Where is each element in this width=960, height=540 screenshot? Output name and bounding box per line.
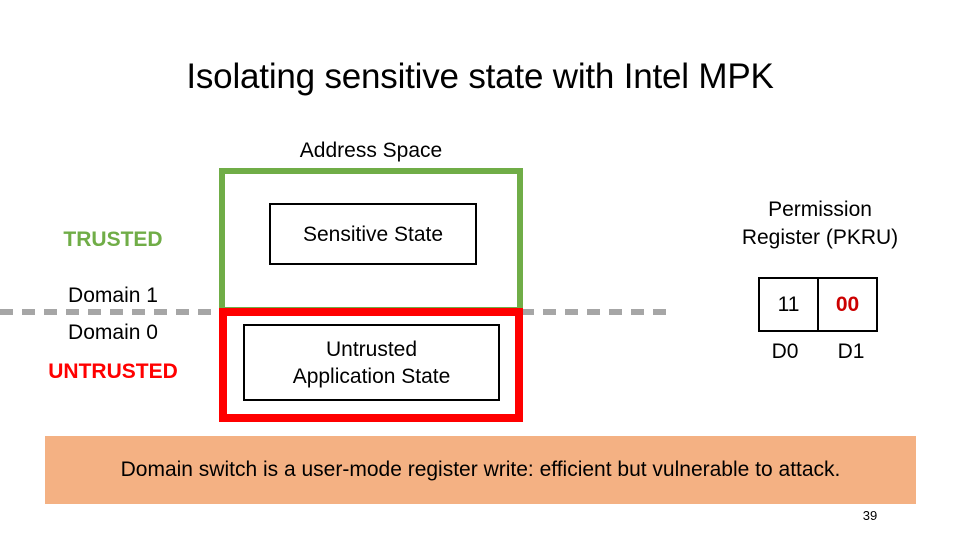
pkru-label-d1: D1 xyxy=(837,340,865,363)
untrusted-state-label: Untrusted Application State xyxy=(293,336,451,390)
domain-divider-left xyxy=(0,309,222,315)
slide-number: 39 xyxy=(862,508,878,523)
label-domain-0: Domain 0 xyxy=(68,321,158,344)
pkru-cell-d1: 00 xyxy=(817,279,876,330)
pkru-caption: Permission Register (PKRU) xyxy=(693,196,947,252)
page-title: Isolating sensitive state with Intel MPK xyxy=(186,57,774,96)
untrusted-state-label-line2: Application State xyxy=(292,364,451,388)
label-trusted: TRUSTED xyxy=(63,228,163,251)
label-domain-1: Domain 1 xyxy=(68,284,158,307)
untrusted-application-state-box: Untrusted Application State xyxy=(243,324,500,401)
sensitive-state-box: Sensitive State xyxy=(269,203,477,265)
domain-divider-right xyxy=(521,309,667,315)
sensitive-state-label: Sensitive State xyxy=(302,222,444,246)
takeaway-text: Domain switch is a user-mode register wr… xyxy=(120,458,841,481)
takeaway-banner: Domain switch is a user-mode register wr… xyxy=(45,436,916,504)
pkru-caption-line2: Register (PKRU) xyxy=(741,226,899,249)
pkru-cell-d0: 11 xyxy=(777,293,800,316)
pkru-caption-line1: Permission xyxy=(768,198,872,221)
pkru-register-box: 11 00 xyxy=(758,277,878,332)
pkru-label-d0: D0 xyxy=(771,340,799,363)
label-untrusted: UNTRUSTED xyxy=(48,360,178,383)
untrusted-state-label-line1: Untrusted xyxy=(325,337,418,361)
pkru-domain-labels: D0 D1 xyxy=(752,338,884,365)
address-space-caption: Address Space xyxy=(299,139,443,162)
